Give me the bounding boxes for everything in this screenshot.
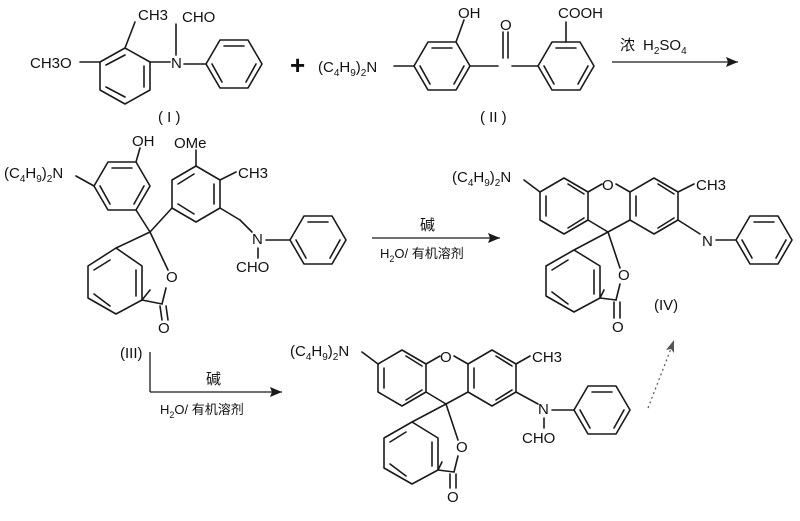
compound-V-lactone-o: O	[456, 439, 468, 456]
compound-IV-carbonyl-o: O	[612, 319, 624, 336]
compound-V: (C4H9)2N O CH3 N CHO O O	[290, 343, 631, 506]
compound-II-resorcinol-ring	[413, 41, 471, 91]
compound-IV-phthalide-ring	[545, 231, 609, 313]
compound-III-carbonyl-o: O	[158, 320, 170, 337]
compound-IV-amine: (C4H9)2N	[452, 169, 511, 189]
compound-II-oh: OH	[458, 5, 481, 22]
compound-II-label: ( II )	[480, 109, 507, 126]
compound-V-phthalide-ring	[383, 403, 447, 485]
compound-IV-lactone-o: O	[618, 267, 630, 284]
compound-III: (C4H9)2N OH OMe CH3 N CHO O O (III)	[4, 133, 347, 362]
compound-IV-xanthene-left-ring	[539, 177, 589, 235]
compound-II-benzoic-ring	[537, 41, 595, 91]
compound-IV-ch3: CH3	[696, 177, 726, 194]
compound-IV-n: N	[702, 233, 713, 250]
compound-III-cho: CHO	[236, 259, 269, 276]
compound-V-amine: (C4H9)2N	[290, 343, 349, 363]
compound-V-n: N	[538, 401, 549, 418]
compound-I: CH3 CH3O N CHO ( I )	[30, 7, 263, 126]
compound-I-nitrogen: N	[171, 55, 182, 72]
compound-IV-xanthene-right-ring	[629, 177, 679, 235]
compound-I-cho: CHO	[182, 9, 215, 26]
reaction-arrow-2: 碱 H2O/ 有机溶剂	[372, 217, 500, 264]
compound-III-oh: OH	[132, 133, 155, 150]
reaction-2-solvent: H2O/ 有机溶剂	[380, 246, 464, 264]
compound-V-carbonyl-o: O	[447, 489, 459, 506]
compound-III-anisole-ring	[171, 165, 221, 223]
reaction-arrow-dashed	[647, 340, 674, 409]
compound-V-xanthene-left-ring	[377, 349, 427, 407]
compound-V-xanthene-o: O	[440, 349, 452, 366]
compound-V-xanthene-right-ring	[467, 349, 517, 407]
compound-I-phenyl-ring	[205, 39, 263, 89]
compound-II-amine: (C4H9)2N	[318, 59, 377, 79]
compound-III-ome: OMe	[174, 135, 207, 152]
reaction-3-solvent: H2O/ 有机溶剂	[160, 402, 244, 420]
compound-III-phthalide-ring	[87, 231, 151, 315]
reaction-3-base: 碱	[206, 371, 221, 388]
compound-I-label: ( I )	[158, 109, 181, 126]
compound-III-resorcinol-ring	[93, 161, 151, 211]
compound-I-ch3: CH3	[138, 7, 168, 24]
compound-IV-phenyl-ring	[735, 215, 793, 265]
plus-sign: +	[290, 50, 305, 80]
compound-III-amine: (C4H9)2N	[4, 165, 63, 185]
compound-III-n: N	[252, 231, 263, 248]
compound-I-methoxy: CH3O	[30, 55, 72, 72]
compound-II-carbonyl-o: O	[500, 17, 512, 34]
compound-V-phenyl-ring	[573, 385, 631, 435]
reaction-2-base: 碱	[420, 217, 435, 234]
reaction-arrow-3: 碱 H2O/ 有机溶剂	[149, 352, 282, 420]
compound-IV-label: (IV)	[654, 297, 678, 314]
compound-III-label: (III)	[120, 345, 143, 362]
compound-V-cho: CHO	[522, 430, 555, 447]
compound-I-benzene-ring	[99, 47, 151, 105]
compound-III-ch3: CH3	[238, 165, 268, 182]
compound-III-phenyl-ring	[289, 215, 347, 265]
compound-V-ch3: CH3	[532, 349, 562, 366]
compound-III-lactone-o: O	[166, 269, 178, 286]
compound-II-cooh: COOH	[558, 5, 603, 22]
compound-II: (C4H9)2N OH O COOH ( II )	[318, 5, 603, 126]
compound-IV: (C4H9)2N O CH3 N O O (IV)	[452, 169, 793, 336]
compound-IV-xanthene-o: O	[602, 177, 614, 194]
